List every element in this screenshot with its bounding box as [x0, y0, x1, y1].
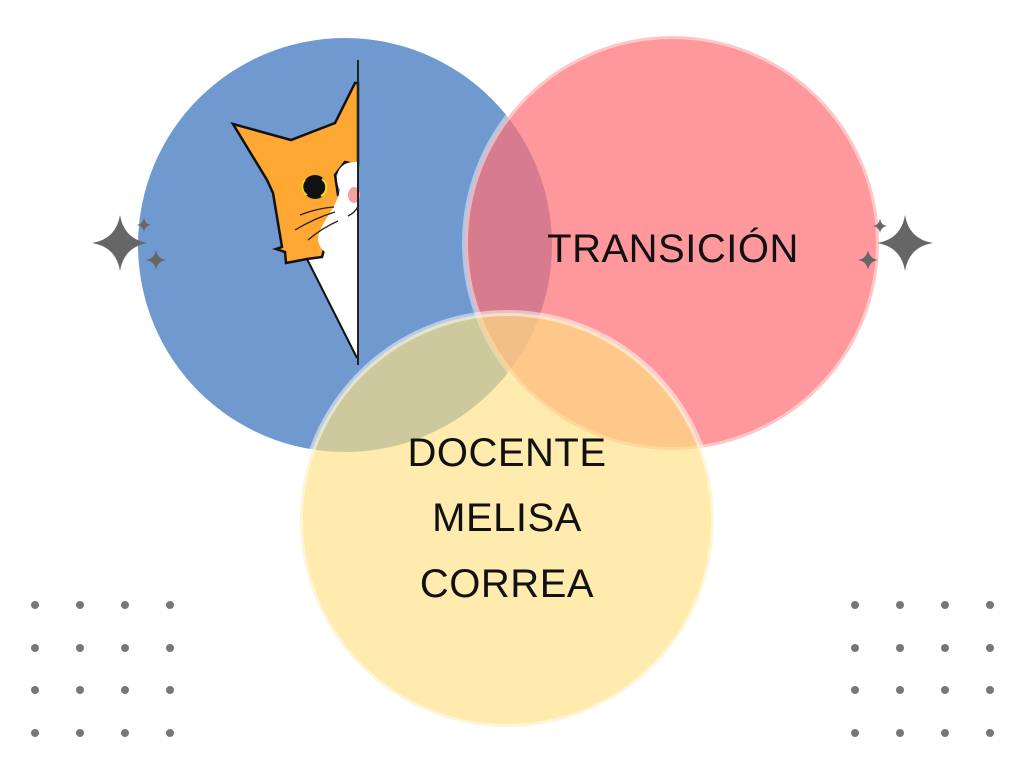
sparkle-icon: [146, 250, 166, 270]
correa-label: CORREA: [420, 562, 594, 606]
sparkle-icon: [858, 250, 878, 270]
dot: [166, 686, 174, 694]
dot: [121, 601, 129, 609]
sparkle-icon-group-left: [92, 215, 166, 271]
dot: [941, 686, 949, 694]
dot: [986, 686, 994, 694]
dot: [896, 686, 904, 694]
dot: [31, 601, 39, 609]
sparkle-icon: [877, 215, 933, 271]
dot: [851, 729, 859, 737]
dot: [941, 729, 949, 737]
dot: [31, 644, 39, 652]
dot-grid-left: [31, 601, 174, 737]
dot: [941, 601, 949, 609]
dot: [896, 729, 904, 737]
dot: [896, 601, 904, 609]
transicion-label: TRANSICIÓN: [547, 226, 799, 271]
dot: [121, 686, 129, 694]
yellow-circle: [297, 310, 717, 730]
dot: [76, 644, 84, 652]
docente-label: DOCENTE: [407, 431, 606, 475]
sparkle-icon: [137, 218, 151, 232]
cat-eye-icon: [301, 175, 328, 199]
dot-grid-right: [851, 601, 994, 737]
dot: [31, 729, 39, 737]
dot: [851, 601, 859, 609]
dot: [166, 601, 174, 609]
dot: [986, 601, 994, 609]
dot: [851, 644, 859, 652]
dot: [166, 644, 174, 652]
dot: [31, 686, 39, 694]
cat-illustration: [230, 60, 360, 365]
dot: [941, 644, 949, 652]
dot: [166, 729, 174, 737]
dot: [986, 729, 994, 737]
melisa-label: MELISA: [432, 496, 582, 540]
dot: [76, 601, 84, 609]
dot: [896, 644, 904, 652]
sparkle-icon: [873, 219, 887, 233]
dot: [851, 686, 859, 694]
dot: [986, 644, 994, 652]
dot: [121, 644, 129, 652]
dot: [76, 729, 84, 737]
sparkle-icon-group-right: [858, 215, 933, 271]
dot: [76, 686, 84, 694]
sparkle-icon: [92, 215, 148, 271]
dot: [121, 729, 129, 737]
